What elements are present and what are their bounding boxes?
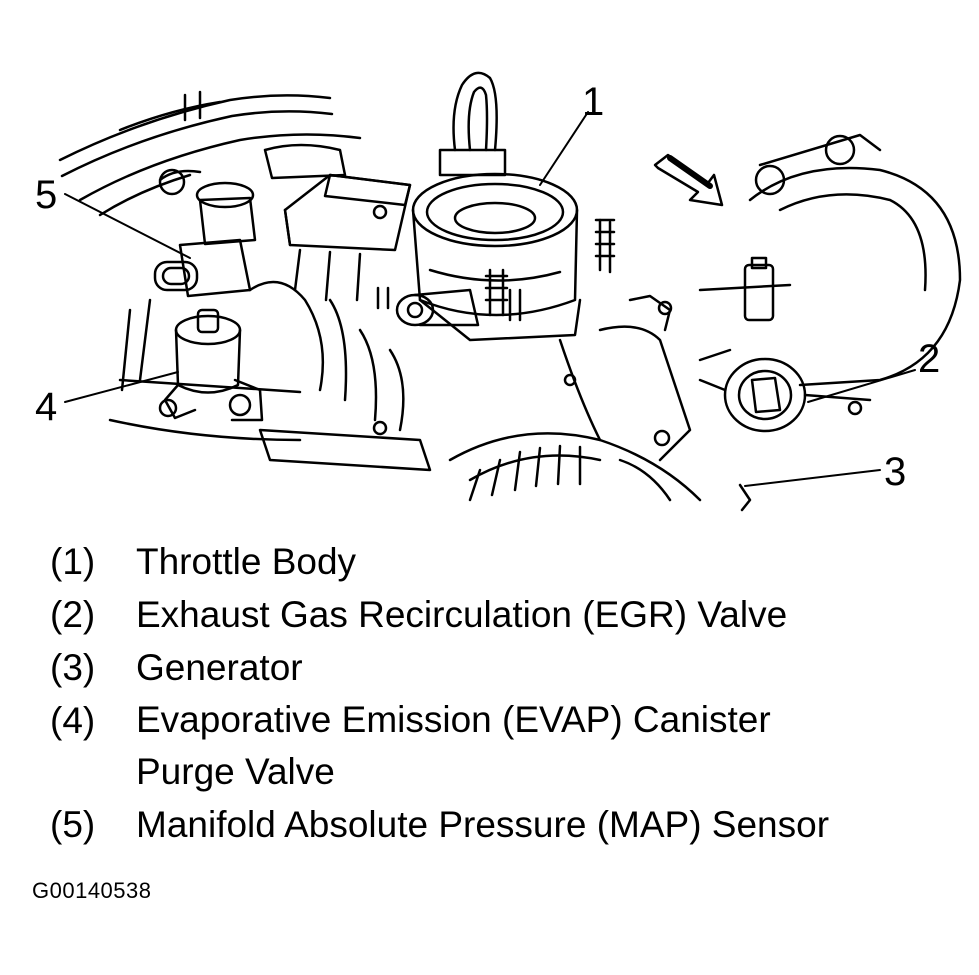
legend-item-4: (4) Evaporative Emission (EVAP) Canister… [50, 694, 950, 798]
arrow-icon [653, 153, 724, 207]
vacuum-hose [438, 71, 507, 177]
legend-item-2: (2) Exhaust Gas Recirculation (EGR) Valv… [50, 588, 950, 641]
legend-item-1: (1) Throttle Body [50, 535, 950, 588]
map-sensor [153, 168, 257, 298]
plenum-box [263, 143, 412, 302]
generator [448, 294, 752, 512]
legend-label: Exhaust Gas Recirculation (EGR) Valve [136, 594, 788, 635]
legend-label-line2: Purge Valve [136, 751, 335, 792]
legend-number: (1) [50, 541, 96, 582]
iac-valve [395, 288, 480, 327]
evap-purge-valve [158, 308, 264, 422]
legend-number: (2) [50, 594, 96, 635]
legend-number: (3) [50, 647, 96, 688]
exhaust-manifold [698, 133, 962, 387]
legend-number: (5) [50, 804, 96, 845]
callout-5: 5 [35, 173, 57, 217]
studs [376, 286, 522, 322]
figure-code: G00140538 [32, 878, 152, 903]
legend-item-3: (3) Generator [50, 641, 950, 694]
callout-4: 4 [35, 385, 57, 429]
callout-3: 3 [884, 450, 906, 494]
legend-label-line1: Evaporative Emission (EVAP) Canister [136, 699, 771, 740]
engine-illustration: 1 2 3 4 5 [35, 71, 962, 512]
leader-lines [64, 111, 916, 487]
legend-label: Evaporative Emission (EVAP) Canister Pur… [136, 694, 950, 798]
callout-1: 1 [582, 80, 604, 124]
legend-label: Generator [136, 647, 303, 688]
intake-manifold [108, 280, 432, 472]
legend-item-5: (5) Manifold Absolute Pressure (MAP) Sen… [50, 798, 950, 851]
legend-number: (4) [50, 700, 96, 741]
hose-bundle [58, 90, 362, 217]
egr-valve [698, 348, 872, 433]
legend: (1) Throttle Body (2) Exhaust Gas Recirc… [50, 535, 950, 851]
legend-label: Throttle Body [136, 541, 357, 582]
legend-label: Manifold Absolute Pressure (MAP) Sensor [136, 804, 830, 845]
callout-2: 2 [918, 337, 940, 381]
throttle-body [411, 172, 616, 342]
